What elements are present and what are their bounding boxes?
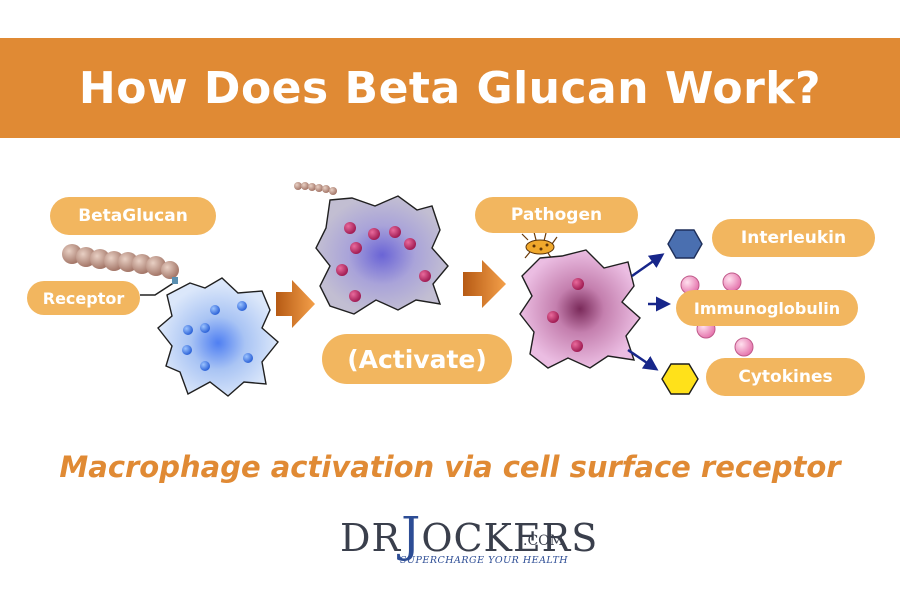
macrophage-diagram: BetaGlucan Receptor (Activate) Pathogen … <box>0 160 900 430</box>
immunoglobulin-label: Immunoglobulin <box>676 290 858 326</box>
activation-arrow-2 <box>463 260 506 308</box>
logo-wordmark: DRJOCKERS <box>340 511 599 560</box>
output-arrow-interleukin <box>631 253 665 278</box>
logo-tagline: SUPERCHARGE YOUR HEALTH <box>400 555 569 566</box>
pathogen-bacterium <box>521 231 558 260</box>
beta-glucan-label: BetaGlucan <box>50 197 216 235</box>
beta-glucan-chain <box>62 244 179 279</box>
receptor-site <box>172 277 178 284</box>
bound-glucan-chain <box>294 182 337 195</box>
logo-domain: .COM <box>523 533 564 549</box>
logo-j: J <box>401 507 422 563</box>
diagram-graphics <box>62 182 754 397</box>
activated-macrophage <box>315 195 449 315</box>
page-title: How Does Beta Glucan Work? <box>78 62 822 114</box>
logo-prefix: DR <box>340 516 402 560</box>
output-arrow-cytokines <box>627 348 659 371</box>
diagram-caption: Macrophage activation via cell surface r… <box>59 450 841 484</box>
interleukin-label: Interleukin <box>712 219 875 257</box>
activate-label: (Activate) <box>322 334 512 384</box>
receptor-label: Receptor <box>27 281 140 315</box>
effector-macrophage <box>519 249 641 369</box>
title-banner: How Does Beta Glucan Work? <box>0 38 900 138</box>
pathogen-label: Pathogen <box>475 197 638 233</box>
logo-suffix: OCKERS <box>421 516 599 560</box>
resting-macrophage <box>157 277 279 397</box>
interleukin-hexagon <box>667 229 703 259</box>
cytokines-label: Cytokines <box>706 358 865 396</box>
activation-arrow-1 <box>276 280 315 328</box>
receptor-pointer <box>140 281 176 296</box>
drjockers-logo: DRJOCKERS .COM SUPERCHARGE YOUR HEALTH <box>340 511 597 566</box>
cytokine-hexagon <box>661 363 699 395</box>
